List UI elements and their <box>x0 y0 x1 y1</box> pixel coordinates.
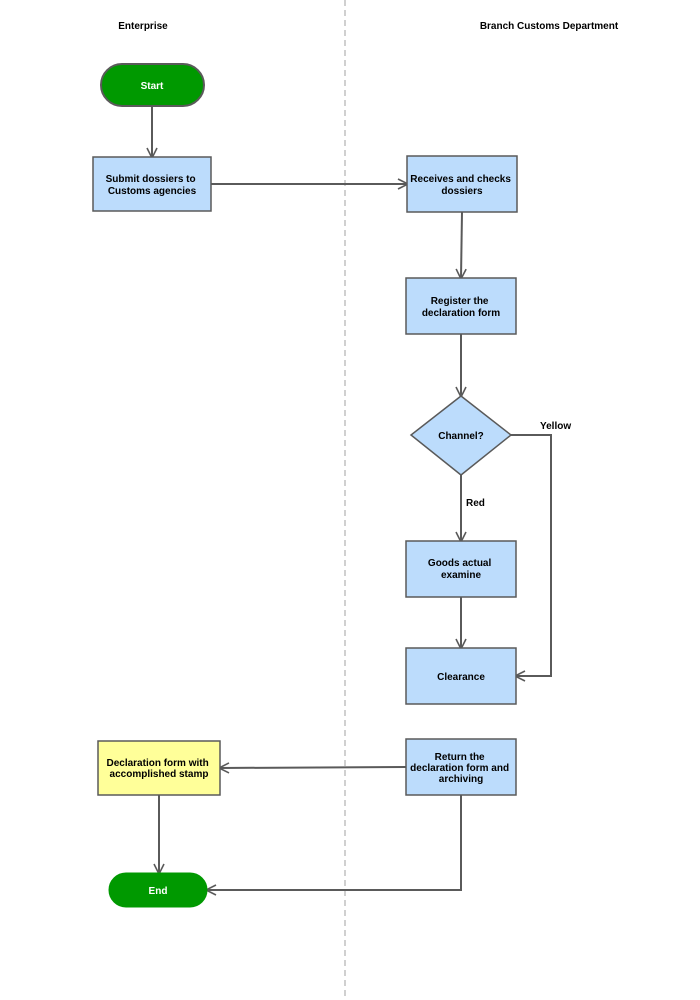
end-node: End <box>108 872 208 908</box>
end-label: End <box>149 886 168 897</box>
goods-examine-label: Goods actual examine <box>428 558 494 581</box>
register-declaration-label: Register the declaration form <box>422 296 500 319</box>
start-node: Start <box>100 63 205 107</box>
submit-dossiers-label: Submit dossiers to Customs agencies <box>106 174 199 197</box>
stamped-declaration-label: Declaration form with accomplished stamp <box>106 758 211 780</box>
receive-dossiers-node: Receives and checks dossiers <box>406 155 518 213</box>
edge-label-yellow: Yellow <box>540 421 571 432</box>
lane-title-enterprise: Enterprise <box>118 21 168 32</box>
return-declaration-node: Return the declaration form and archivin… <box>405 738 517 796</box>
receive-dossiers-label: Receives and checks dossiers <box>410 174 513 197</box>
edge-decision-yellow-to-clearance <box>511 434 552 676</box>
edge-label-red: Red <box>466 498 485 509</box>
goods-examine-node: Goods actual examine <box>405 540 517 598</box>
start-label: Start <box>141 81 164 92</box>
edge-return-to-stamp <box>220 767 407 768</box>
submit-dossiers-node: Submit dossiers to Customs agencies <box>92 156 212 212</box>
channel-decision-node: Channel? <box>409 395 513 476</box>
stamped-declaration-node: Declaration form with accomplished stamp <box>97 740 221 796</box>
lane-title-branch-customs: Branch Customs Department <box>480 21 619 32</box>
clearance-label: Clearance <box>437 672 485 683</box>
edge-return-to-end <box>207 795 462 890</box>
channel-decision-label: Channel? <box>438 431 484 442</box>
edge-receive-to-register <box>461 211 462 278</box>
clearance-node: Clearance <box>405 647 517 705</box>
register-declaration-node: Register the declaration form <box>405 277 517 335</box>
return-declaration-label: Return the declaration form and archivin… <box>410 752 512 785</box>
